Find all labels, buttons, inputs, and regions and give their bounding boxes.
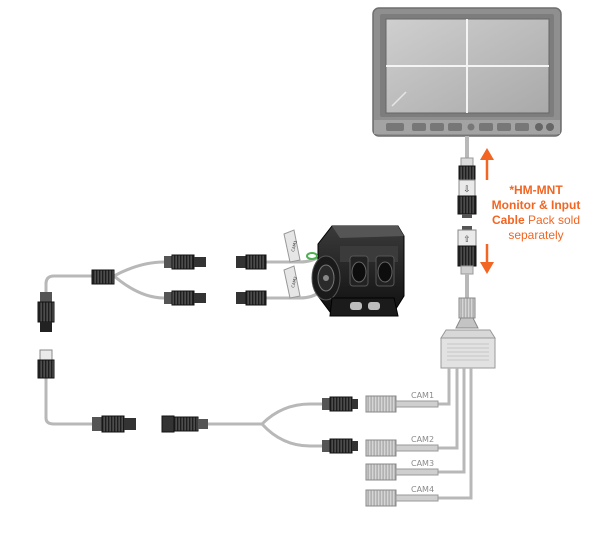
cable-tag	[283, 229, 301, 263]
cable-tag-label: CAM1	[290, 239, 298, 252]
direction-arrows	[480, 148, 494, 274]
splitter-output-cam2: CAM2	[365, 435, 439, 457]
monitor-button-power[interactable]	[546, 123, 554, 131]
monitor-button[interactable]	[515, 123, 529, 131]
cam-label: CAM4	[411, 485, 434, 494]
note-line-1: *HM-MNT	[509, 183, 563, 197]
monitor-button[interactable]	[430, 123, 444, 131]
monitor-button[interactable]	[479, 123, 493, 131]
arrow-up-icon: ⇧	[463, 235, 471, 245]
monitor	[372, 7, 562, 137]
monitor-button-row	[386, 123, 554, 131]
camera-lens	[377, 261, 393, 283]
arrow-down-icon: ⇩	[463, 185, 471, 195]
monitor-cable: ⇩ ⇧	[455, 136, 479, 329]
cable-tag-label: CAM2	[290, 275, 298, 288]
lower-y-cable	[161, 396, 358, 454]
cam-label: CAM3	[411, 459, 434, 468]
note-line-3-rest: Pack sold	[524, 213, 581, 227]
dual-camera: CAM1 CAM2	[236, 225, 405, 317]
note-line-3-bold: Cable	[491, 213, 525, 227]
splitter-output-cam3: CAM3	[365, 459, 439, 481]
monitor-button[interactable]	[467, 123, 475, 131]
monitor-button[interactable]	[448, 123, 462, 131]
extension-cable	[37, 274, 136, 433]
monitor-button-source[interactable]	[386, 123, 404, 131]
monitor-button[interactable]	[412, 123, 426, 131]
splitter-box	[438, 329, 496, 500]
monitor-button[interactable]	[497, 123, 511, 131]
cable-tag	[283, 265, 301, 299]
splitter-output-cam4: CAM4	[365, 485, 439, 507]
splitter-output-cam1: CAM1	[365, 391, 439, 413]
note-line-4: separately	[508, 228, 564, 242]
monitor-power-led	[535, 123, 543, 131]
monitor-cable-note: *HM-MNT Monitor & Input Cable Pack sold …	[482, 183, 590, 243]
note-line-2: Monitor & Input	[491, 198, 581, 212]
cam-label: CAM2	[411, 435, 434, 444]
camera-lens	[351, 261, 367, 283]
cam-label: CAM1	[411, 391, 434, 400]
upper-y-cable	[91, 254, 206, 306]
